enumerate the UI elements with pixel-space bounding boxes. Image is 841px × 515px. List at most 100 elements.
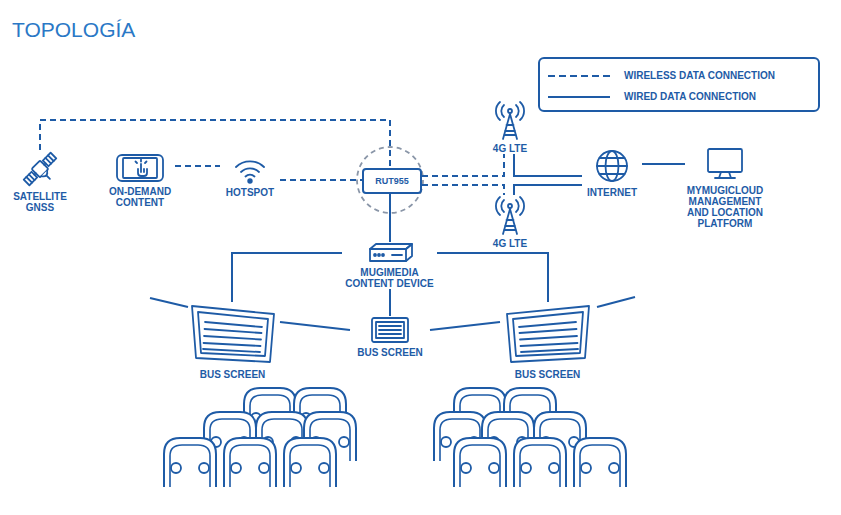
- seat: [454, 438, 506, 487]
- legend-sample: [548, 71, 610, 81]
- wired-link: [642, 163, 685, 165]
- screen-icon: [500, 302, 595, 366]
- node-label: ON-DEMAND CONTENT: [105, 186, 175, 208]
- icon-part: [519, 322, 578, 352]
- legend-entry: WIRELESS DATA CONNECTION: [548, 69, 775, 83]
- icon-part: [188, 302, 278, 366]
- icon-part: [376, 322, 404, 338]
- device-node: ON-DEMAND CONTENT: [105, 153, 175, 208]
- icon-part: [22, 151, 63, 192]
- icon-part: [379, 326, 401, 334]
- legend-box: WIRELESS DATA CONNECTION WIRED DATA CONNE…: [538, 57, 820, 112]
- icon-part: [597, 165, 627, 167]
- diagram-title: TOPOLOGÍA: [12, 18, 135, 42]
- icon-part: [198, 312, 268, 356]
- icon-part: [41, 170, 49, 178]
- screen-icon: [350, 316, 430, 344]
- device-node: 4G LTE: [485, 100, 535, 154]
- wireless-link: [175, 165, 220, 167]
- seat: [284, 438, 336, 487]
- icon-part: [503, 114, 517, 139]
- wired-link: [437, 253, 548, 302]
- wired-link: [280, 322, 350, 330]
- icon-part: [123, 158, 157, 178]
- node-label: 4G LTE: [485, 143, 535, 154]
- icon-part: [513, 312, 583, 356]
- node-label: INTERNET: [582, 187, 642, 198]
- icon-part: [192, 306, 274, 362]
- device-node: INTERNET: [582, 148, 642, 198]
- hotspot-icon: [220, 156, 280, 184]
- ceiling-line: [597, 297, 635, 307]
- node-label: MYMUGICLOUD MANAGEMENT AND LOCATION PLAT…: [685, 185, 765, 229]
- icon-part: [705, 146, 745, 182]
- icon-part: [392, 254, 402, 256]
- icon-part: [46, 175, 50, 179]
- icon-part: [600, 158, 625, 174]
- legend-line: [548, 75, 610, 77]
- legend-sample: [548, 92, 610, 102]
- content-device-icon: [342, 242, 437, 264]
- icon-part: [136, 160, 147, 164]
- seat: [514, 438, 566, 487]
- node-label: BUS SCREEN: [500, 369, 595, 380]
- node-label: MUGIMEDIA CONTENT DEVICE: [342, 267, 437, 289]
- icon-part: [507, 306, 589, 362]
- icon-part: [508, 204, 512, 208]
- icon-part: [115, 153, 165, 183]
- content-icon: [105, 153, 175, 183]
- icon-part: [43, 153, 56, 166]
- wired-link: [389, 289, 391, 316]
- icon-part: [364, 242, 416, 264]
- icon-part: [508, 109, 512, 113]
- seat: [164, 438, 216, 487]
- icon-part: [20, 150, 60, 188]
- wired-link: [389, 194, 391, 242]
- icon-part: [44, 163, 45, 164]
- node-label: BUS SCREEN: [350, 347, 430, 358]
- device-node: MUGIMEDIA CONTENT DEVICE: [342, 242, 437, 289]
- seat: [574, 438, 626, 487]
- icon-part: [382, 254, 384, 256]
- icon-part: [138, 164, 147, 176]
- legend-label: WIRED DATA CONNECTION: [624, 91, 756, 103]
- bus-seats: [164, 388, 626, 487]
- ceiling-line: [150, 298, 188, 307]
- icon-part: [708, 149, 742, 172]
- wireless-link: [422, 185, 504, 195]
- platform-icon: [685, 146, 765, 182]
- icon-part: [236, 161, 264, 176]
- icon-part: [378, 254, 380, 256]
- device-node: BUS SCREEN: [350, 316, 430, 358]
- node-label: 4G LTE: [485, 238, 535, 249]
- legend-line: [548, 96, 610, 98]
- satellite-icon: [10, 150, 70, 188]
- icon-part: [507, 306, 589, 362]
- wired-link: [514, 154, 582, 176]
- device-node: BUS SCREEN: [500, 302, 595, 380]
- device-node: BUS SCREEN: [185, 302, 280, 380]
- icon-part: [496, 197, 524, 215]
- icon-part: [715, 172, 735, 178]
- icon-part: [117, 155, 163, 181]
- icon-part: [597, 151, 627, 181]
- screen-icon: [185, 302, 280, 366]
- wired-link: [232, 253, 342, 302]
- node-label: HOTSPOT: [220, 187, 280, 198]
- icon-part: [503, 209, 517, 234]
- icon-part: [370, 249, 406, 261]
- legend-label: WIRELESS DATA CONNECTION: [624, 70, 775, 82]
- icon-part: [503, 302, 593, 366]
- wired-link: [514, 185, 582, 195]
- icon-part: [594, 148, 630, 184]
- wireless-link: [422, 154, 504, 176]
- node-label: SATELLITE GNSS: [10, 191, 70, 213]
- internet-icon: [582, 148, 642, 184]
- device-node: MYMUGICLOUD MANAGEMENT AND LOCATION PLAT…: [685, 146, 765, 229]
- icon-part: [493, 195, 527, 235]
- icon-part: [493, 100, 527, 140]
- icon-part: [370, 316, 410, 344]
- icon-part: [48, 155, 54, 161]
- icon-part: [406, 244, 412, 261]
